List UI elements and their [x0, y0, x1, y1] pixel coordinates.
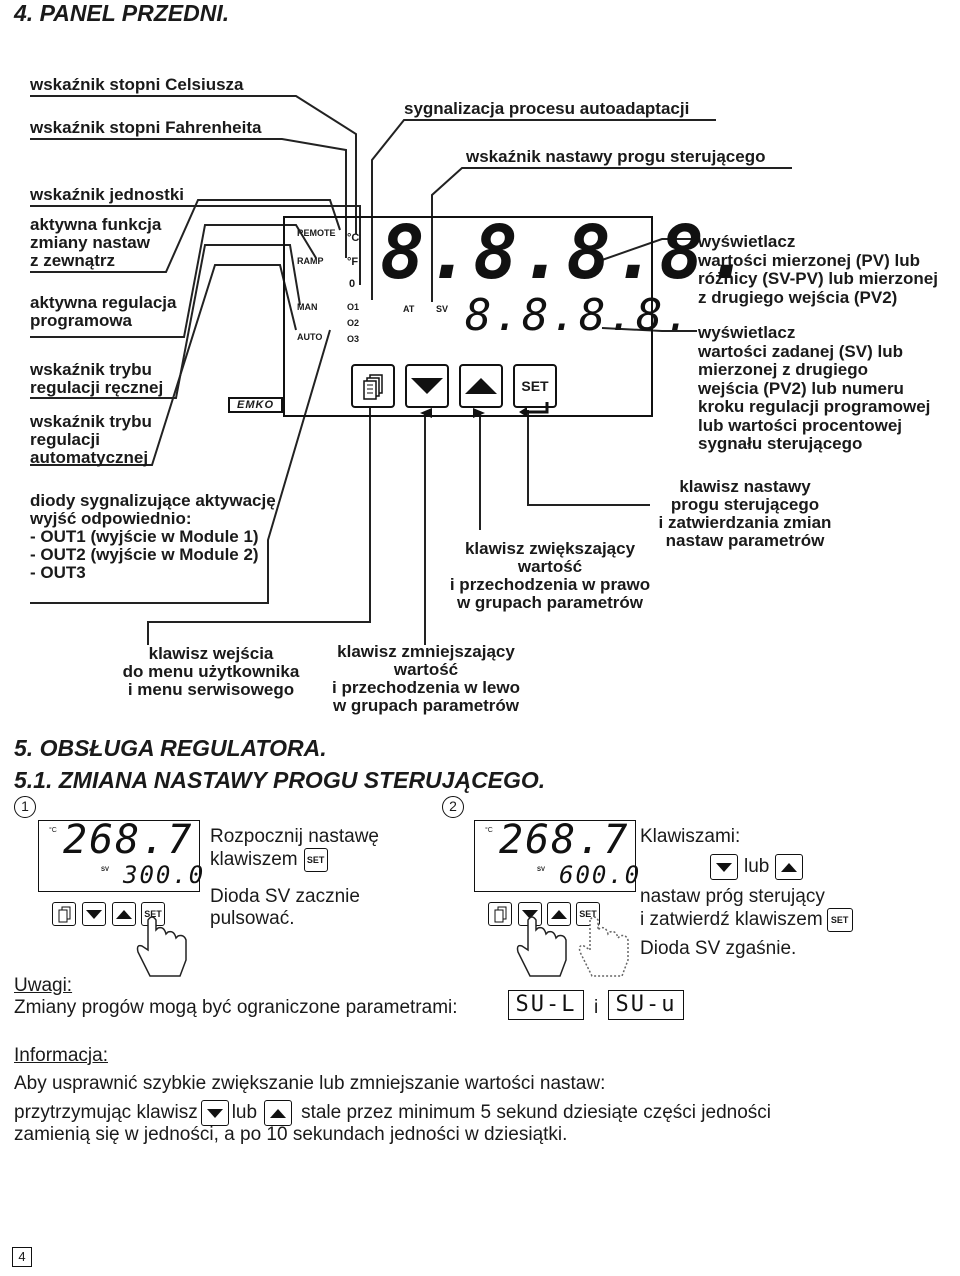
led-o2: O2	[347, 318, 360, 328]
step-1-up-button[interactable]	[112, 902, 136, 926]
up-button[interactable]	[459, 364, 503, 408]
pv-display: 8.8.8.8.	[380, 210, 753, 296]
inline-set-icon: SET	[303, 848, 328, 872]
inline-down-icon	[710, 854, 738, 880]
set-button[interactable]: SET	[513, 364, 557, 408]
notes-text: Zmiany progów mogą być ograniczone param…	[14, 997, 458, 1018]
step-1-pv: 268.7	[63, 817, 194, 863]
led-o1: O1	[347, 302, 360, 312]
step-2-sv-led: SV	[537, 867, 546, 873]
info-line-2: przytrzymując klawisz lub stale przez mi…	[14, 1100, 771, 1126]
step-1-display: °C 268.7 SV 300.0	[38, 817, 203, 892]
sv-display: 8.8.8.8.	[465, 290, 693, 341]
notes-and: i	[594, 997, 599, 1018]
param-su-u: SU-u	[608, 990, 684, 1020]
label-autotune: sygnalizacja procesu autoadaptacji	[404, 99, 690, 118]
notes-title: Uwagi:	[14, 975, 73, 996]
arrow-down-icon	[522, 909, 538, 919]
step-1-down-button[interactable]	[82, 902, 106, 926]
inline-set-icon: SET	[826, 908, 853, 932]
menu-button[interactable]	[351, 364, 395, 408]
step-2-number: 2	[442, 796, 464, 818]
label-sv-indicator: wskaźnik nastawy progu sterującego	[466, 147, 766, 166]
step-1-set-button[interactable]: SET	[141, 902, 165, 926]
step-2-sv: 600.0	[559, 861, 642, 889]
arrow-down-icon	[86, 909, 102, 919]
led-remote-label: REMOTE	[297, 228, 336, 238]
info-line-1: Aby usprawnić szybkie zwiększanie lub zm…	[14, 1073, 606, 1094]
arrow-up-icon	[116, 909, 132, 919]
arrow-down-icon	[411, 378, 443, 394]
section-5-title: 5. OBSŁUGA REGULATORA.	[14, 735, 327, 761]
step-1-menu-button[interactable]	[52, 902, 76, 926]
label-unit: wskaźnik jednostki	[30, 185, 184, 204]
menu-icon	[58, 906, 71, 923]
led-o3: O3	[347, 334, 360, 344]
menu-icon	[363, 374, 383, 400]
step-2-pv: 268.7	[499, 817, 630, 863]
inline-up-icon	[775, 854, 804, 880]
label-celsius: wskaźnik stopni Celsiusza	[30, 75, 244, 94]
led-sv: SV	[436, 304, 449, 314]
step-1-sv-led: SV	[101, 867, 110, 873]
step-1-sv: 300.0	[123, 861, 206, 889]
step-2-up-button[interactable]	[547, 902, 571, 926]
leader-lines	[30, 95, 792, 645]
menu-icon	[494, 906, 507, 923]
param-su-l: SU-L	[508, 990, 584, 1020]
step-1-unit: °C	[49, 827, 57, 834]
emko-logo: EMKO	[228, 397, 283, 413]
led-celsius: °C	[347, 232, 360, 244]
led-at: AT	[403, 304, 415, 314]
section-51-title: 5.1. ZMIANA NASTAWY PROGU STERUJĄCEGO.	[14, 767, 546, 793]
arrow-up-icon	[465, 378, 497, 394]
step-2-unit: °C	[485, 827, 493, 834]
led-auto-label: AUTO	[297, 332, 323, 342]
step-2-display: °C 268.7 SV 600.0	[474, 817, 639, 892]
step-2-set-button[interactable]: SET	[576, 902, 600, 926]
right-arrow-icon	[473, 408, 485, 418]
label-fahrenheit: wskaźnik stopni Fahrenheita	[30, 118, 262, 137]
step-2-menu-button[interactable]	[488, 902, 512, 926]
step-2-text: Klawiszami: lub nastaw próg sterujący i …	[640, 826, 853, 960]
led-man-label: MAN	[297, 302, 318, 312]
page-number: 4	[12, 1247, 32, 1267]
info-line-3: zamienią się w jedności, a po 10 sekunda…	[14, 1124, 568, 1145]
down-button[interactable]	[405, 364, 449, 408]
front-panel: REMOTE RAMP MAN AUTO °C °F 0 O1 O2 O3 AT…	[283, 210, 750, 418]
step-2-down-button[interactable]	[518, 902, 542, 926]
led-unit: 0	[349, 278, 356, 290]
led-ramp-label: RAMP	[297, 256, 324, 266]
arrow-up-icon	[551, 909, 567, 919]
info-title: Informacja:	[14, 1045, 108, 1066]
step-1-number: 1	[14, 796, 36, 818]
left-arrow-icon	[420, 408, 432, 418]
led-fahrenheit: °F	[347, 256, 359, 268]
inline-up-icon	[264, 1100, 293, 1126]
section-4-title: 4. PANEL PRZEDNI.	[14, 0, 230, 26]
inline-down-icon	[200, 1100, 229, 1126]
